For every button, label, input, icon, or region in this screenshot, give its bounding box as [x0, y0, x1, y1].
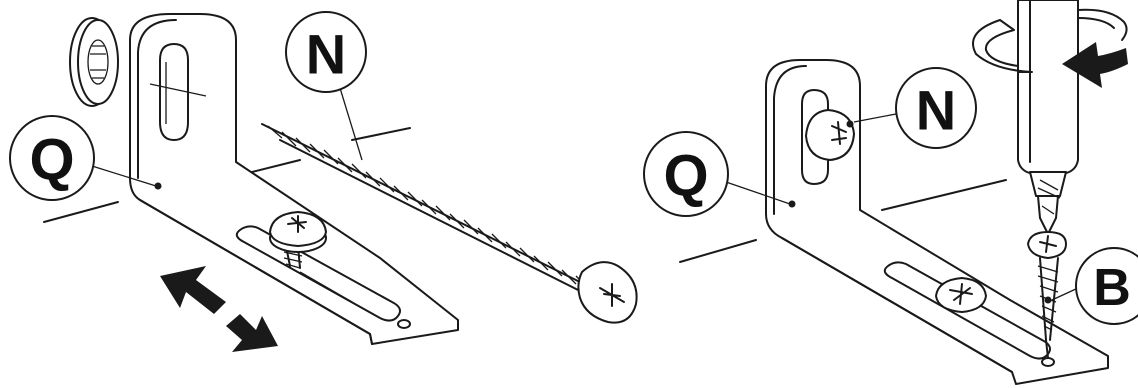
wall-line — [881, 179, 1007, 211]
callout-circle — [285, 11, 367, 93]
wall-line — [243, 159, 301, 175]
leader-line — [853, 113, 897, 123]
leader-line — [339, 87, 363, 161]
wall-line — [43, 201, 119, 223]
pan-head-screw-icon — [269, 211, 327, 269]
screwdriver-icon — [1017, 0, 1079, 235]
leader-line — [91, 165, 157, 187]
label-right-bracket: Q — [663, 144, 708, 209]
long-wood-screw-icon — [261, 123, 638, 324]
wall-line — [679, 239, 757, 263]
callout-circle — [1075, 247, 1138, 325]
left-panel: Q N — [9, 11, 638, 352]
label-left-screw: N — [306, 23, 346, 86]
right-panel: Q N B — [643, 0, 1138, 385]
pan-head-screw-icon — [805, 109, 855, 161]
label-right-screw: N — [916, 79, 956, 142]
rotation-arrow-icon — [972, 8, 1128, 88]
callout-circle — [895, 67, 977, 149]
leader-line — [725, 181, 791, 205]
wall-line — [351, 127, 411, 141]
double-arrow-icon — [160, 266, 278, 352]
leader-line — [1051, 287, 1079, 301]
label-left-bracket: Q — [29, 128, 74, 193]
pan-head-screw-icon — [935, 277, 987, 313]
callout-circle — [9, 115, 95, 201]
callout-circle — [643, 131, 729, 217]
washer-icon — [69, 17, 119, 107]
label-small-screw: B — [1093, 259, 1131, 317]
l-bracket-icon — [129, 13, 459, 345]
